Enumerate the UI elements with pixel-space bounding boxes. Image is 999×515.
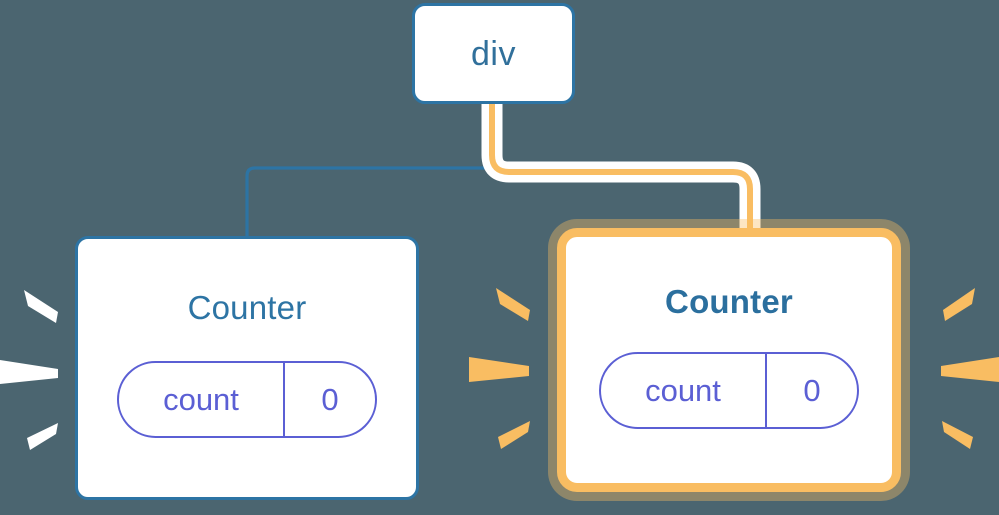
sparkle-wedge-icon (0, 360, 58, 384)
state-capsule-left: count 0 (117, 361, 377, 438)
sparkle-wedge-icon (496, 288, 530, 321)
wire-root-to-right-counter-halo (481, 92, 761, 247)
sparkle-wedge-icon (24, 290, 58, 323)
sparkle-wedge-icon (498, 421, 530, 449)
wire-root-to-left-counter (245, 101, 494, 238)
sparkle-wedge-icon (469, 357, 529, 382)
sparkle-right-counter-right-group (941, 288, 999, 449)
sparkle-wedge-icon (943, 288, 975, 321)
sparkle-left-counter-right-group (469, 288, 530, 449)
sparkle-wedge-icon (941, 357, 999, 382)
node-div-root[interactable]: div (412, 3, 575, 104)
state-key-left: count (163, 382, 239, 417)
node-counter-left-title: Counter (187, 289, 307, 326)
wire-root-to-right-counter (489, 100, 753, 239)
state-value-right: 0 (765, 354, 857, 427)
sparkle-wedge-icon (27, 423, 58, 450)
sparkle-left-counter-left-group (0, 290, 58, 450)
node-div-label: div (471, 34, 516, 73)
sparkle-wedge-icon (942, 421, 973, 449)
node-counter-left[interactable]: Counter count 0 (75, 236, 419, 500)
state-key-right: count (645, 373, 721, 408)
node-counter-right-title: Counter (665, 283, 793, 320)
state-capsule-right: count 0 (599, 352, 859, 429)
state-value-left: 0 (283, 363, 375, 436)
node-counter-right[interactable]: Counter count 0 (557, 228, 901, 492)
